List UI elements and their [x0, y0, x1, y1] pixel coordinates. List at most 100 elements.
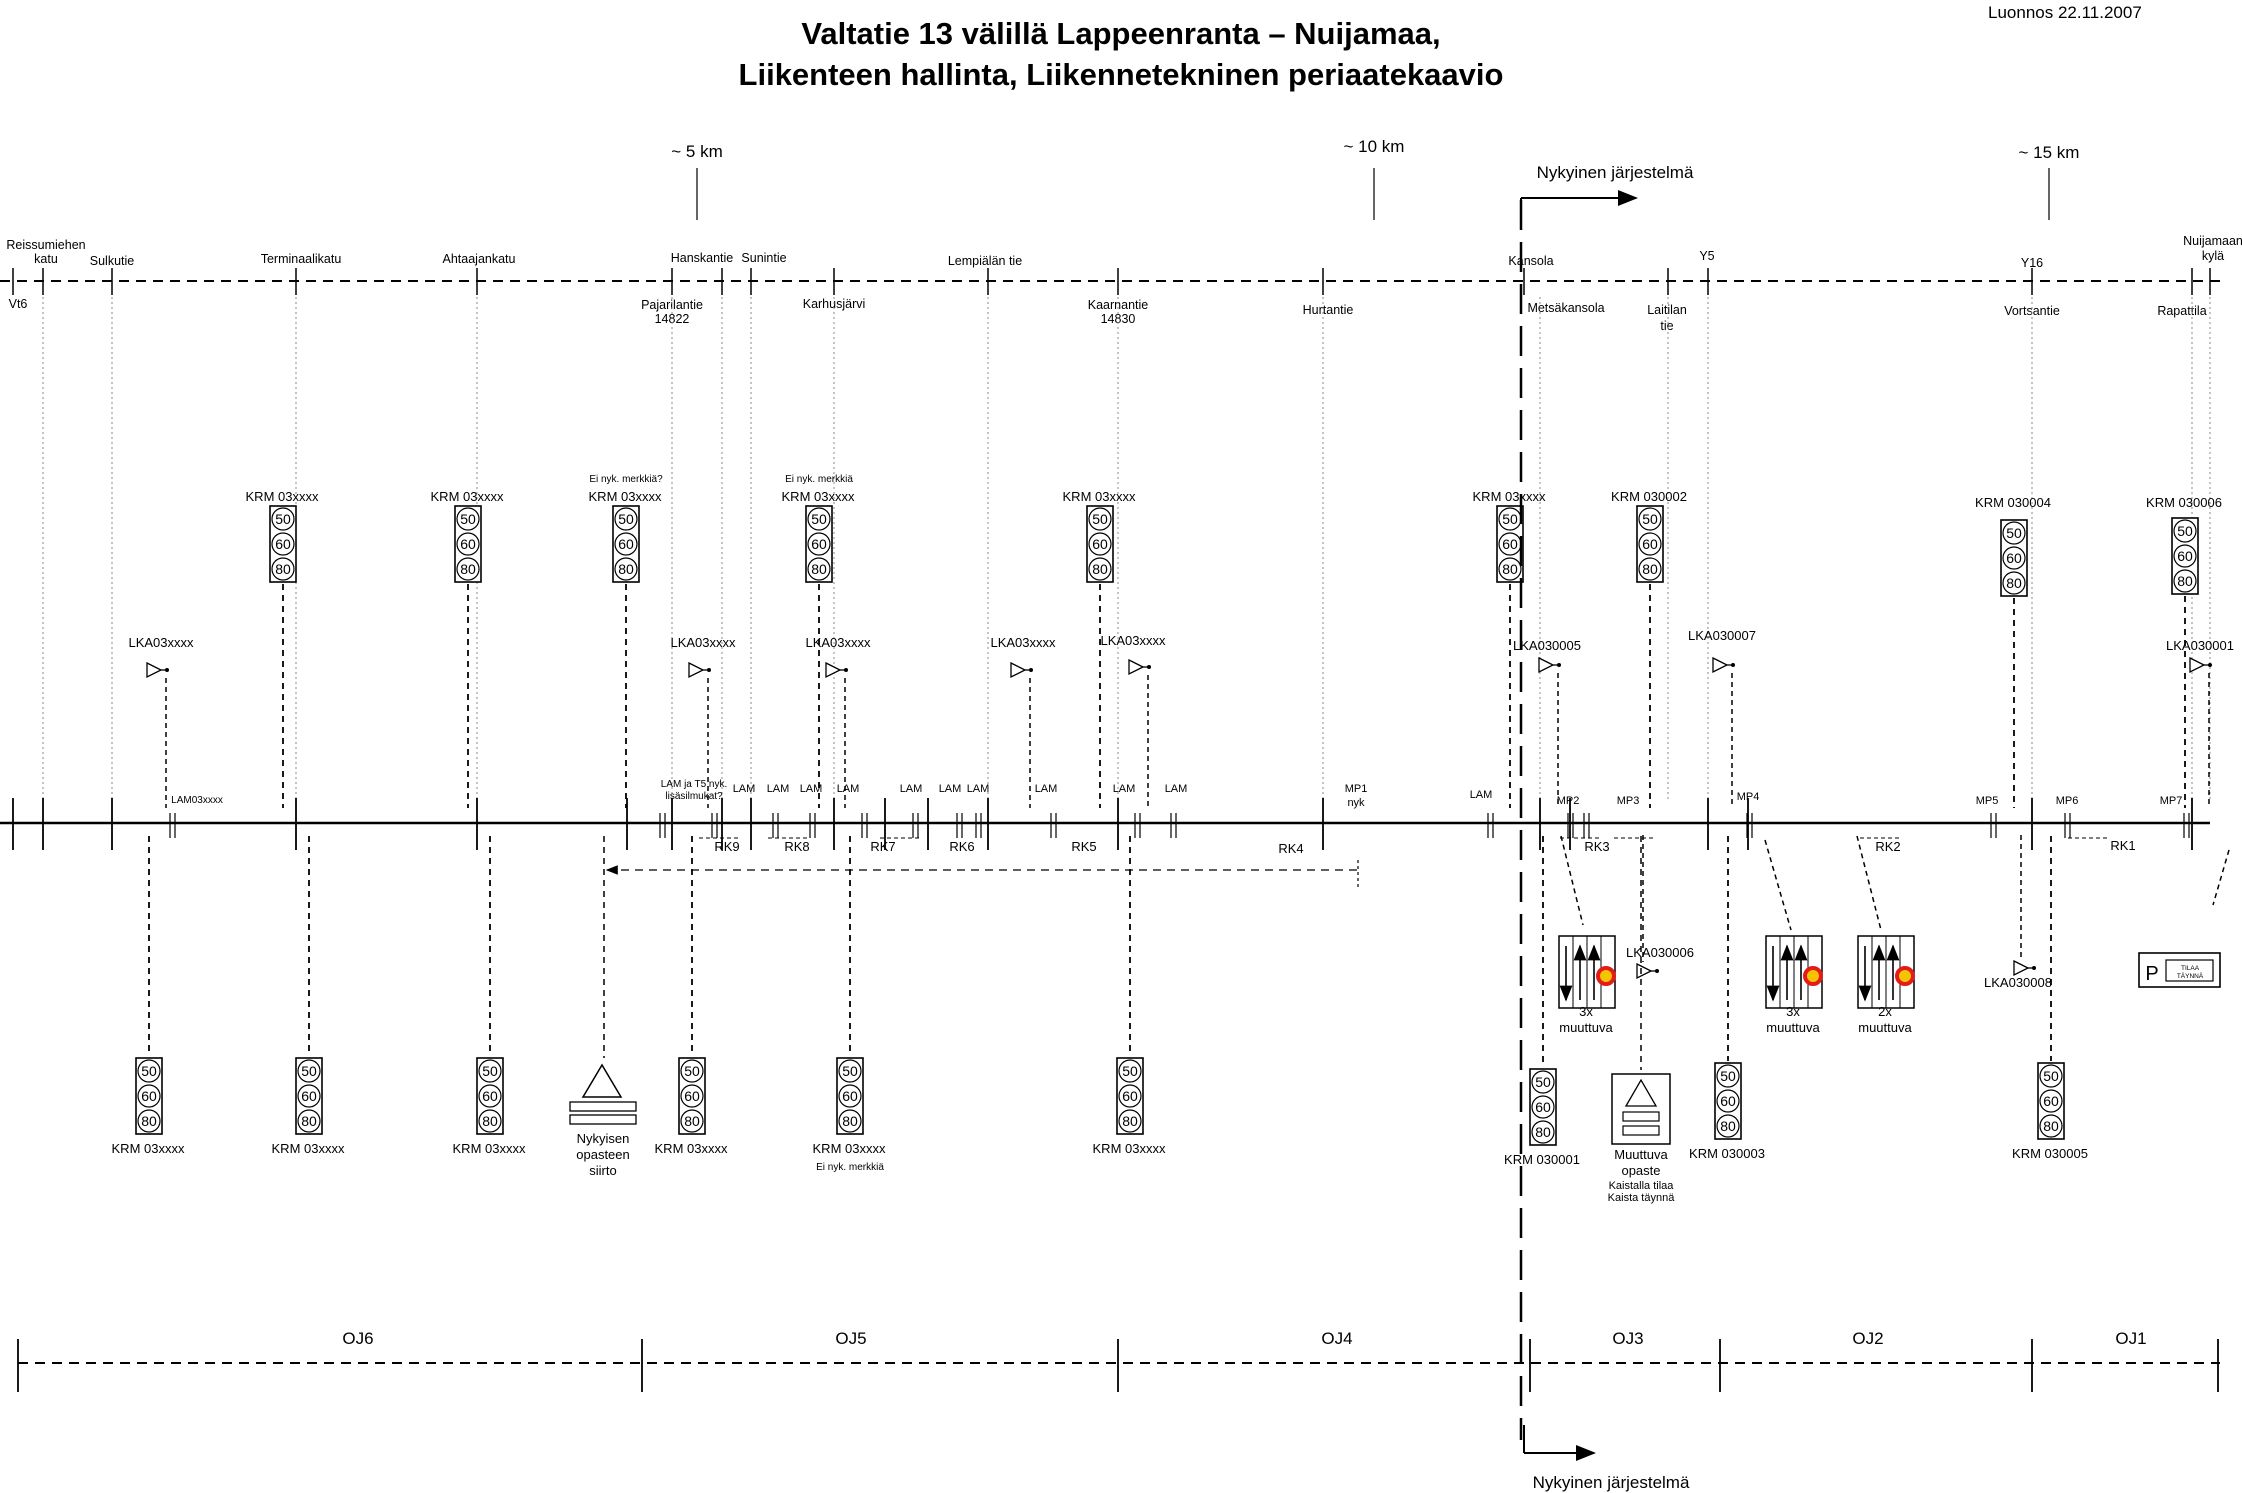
camera-id-label: LKA03xxxx [1100, 633, 1166, 648]
road-name: Reissumiehen [6, 238, 85, 252]
speed-limit-circle [680, 1059, 704, 1083]
detector-label: LAM [1113, 783, 1136, 795]
speed-limit-value: 60 [2043, 1093, 2059, 1109]
speed-limit-circle [807, 507, 831, 531]
camera-body [1636, 962, 1653, 980]
lane-control-sign [1558, 935, 1616, 1009]
sign-id-label: KRM 030006 [2146, 495, 2222, 510]
camera-body [688, 661, 705, 679]
road-name: Metsäkansola [1527, 301, 1604, 315]
speed-limit-value: 80 [2006, 575, 2022, 591]
camera-body [825, 661, 842, 679]
speed-limit-circle [456, 507, 480, 531]
road-name: katu [34, 252, 58, 266]
speed-limit-value: 80 [275, 561, 291, 577]
guide-panel [1622, 1125, 1660, 1136]
speed-limit-circle [2039, 1064, 2063, 1088]
speed-limit-value: 80 [301, 1113, 317, 1129]
camera-body [1128, 658, 1145, 676]
speed-limit-circle [2039, 1089, 2063, 1113]
camera-mount [1029, 668, 1033, 672]
speed-limit-value: 60 [684, 1088, 700, 1104]
speed-limit-circle [297, 1084, 321, 1108]
traffic-camera-icon [1712, 656, 1735, 674]
speed-limit-circle [1498, 557, 1522, 581]
lane-sign-connector [1856, 835, 1882, 931]
road-name: Vt6 [9, 297, 28, 311]
detector-label: LAM [1035, 783, 1058, 795]
zone-label: OJ6 [342, 1329, 373, 1348]
camera-mount [2208, 663, 2212, 667]
lane-sign-label: 2x [1878, 1004, 1892, 1019]
road-name: kylä [2202, 249, 2224, 263]
speed-limit-value: 60 [842, 1088, 858, 1104]
detector-label: LAM [837, 783, 860, 795]
camera-body [2013, 959, 2030, 977]
speed-limit-circle [137, 1059, 161, 1083]
speed-limit-circle [456, 557, 480, 581]
speed-limit-value: 50 [482, 1063, 498, 1079]
speed-limit-circle [1638, 557, 1662, 581]
speed-limit-value: 60 [141, 1088, 157, 1104]
speed-limit-value: 50 [275, 511, 291, 527]
speed-limit-value: 80 [1720, 1118, 1736, 1134]
speed-limit-value: 80 [1642, 561, 1658, 577]
speed-limit-circle [271, 557, 295, 581]
current-system-label-top: Nykyinen järjestelmä [1537, 163, 1694, 182]
road-name: Terminaalikatu [261, 252, 342, 266]
speed-limit-value: 60 [482, 1088, 498, 1104]
speed-limit-value: 80 [482, 1113, 498, 1129]
camera-id-label: LKA03xxxx [670, 635, 736, 650]
speed-limit-circle [478, 1059, 502, 1083]
speed-limit-circle [137, 1109, 161, 1133]
road-name: Lempiälän tie [948, 254, 1022, 268]
speed-limit-value: 80 [684, 1113, 700, 1129]
speed-limit-value: 60 [2177, 548, 2193, 564]
warning-triangle-icon [581, 1063, 623, 1098]
speed-limit-value: 80 [811, 561, 827, 577]
speed-limit-value: 60 [1502, 536, 1518, 552]
traffic-camera-icon [2013, 959, 2036, 977]
lane-closed-signal [1895, 966, 1915, 986]
lane-sign-label: 3x [1786, 1004, 1800, 1019]
road-section-label: RK7 [870, 839, 895, 854]
sign-id-label: KRM 030002 [1611, 489, 1687, 504]
road-name: Nuijamaan [2183, 234, 2242, 248]
speed-limit-circle [2039, 1114, 2063, 1138]
camera-body [1010, 661, 1027, 679]
speed-limit-value: 50 [2006, 525, 2022, 541]
road-section-label: RK2 [1875, 839, 1900, 854]
road-name: Laitilan [1647, 303, 1687, 317]
speed-limit-circle [1088, 532, 1112, 556]
detector-label: LAM [733, 783, 756, 795]
speed-limit-circle [1531, 1070, 1555, 1094]
detector-label: LAM [800, 783, 823, 795]
guide-sign-label: opaste [1621, 1163, 1660, 1178]
lane-sign-label: muuttuva [1559, 1020, 1613, 1035]
zone-label: OJ1 [2115, 1329, 2146, 1348]
draft-date-label: Luonnos 22.11.2007 [1988, 3, 2142, 22]
camera-id-label: LKA030005 [1513, 638, 1581, 653]
speed-limit-circle [1118, 1059, 1142, 1083]
speed-limit-value: 80 [1502, 561, 1518, 577]
sign-id-label: KRM 03xxxx [246, 489, 319, 504]
speed-limit-circle [1638, 532, 1662, 556]
detector-label: LAM [1470, 789, 1493, 801]
warning-triangle-icon [1624, 1078, 1658, 1107]
detector-label: MP5 [1976, 795, 1999, 807]
traffic-camera-icon [1636, 962, 1659, 980]
detector-label: MP6 [2056, 795, 2079, 807]
sign-id-label: KRM 03xxxx [453, 1141, 526, 1156]
speed-limit-value: 60 [618, 536, 634, 552]
speed-limit-circle [838, 1084, 862, 1108]
detector-label: LAM03xxxx [171, 795, 223, 806]
speed-limit-value: 80 [1122, 1113, 1138, 1129]
road-name: Kansola [1508, 254, 1553, 268]
sign-id-label: KRM 030003 [1689, 1146, 1765, 1161]
sign-id-label: KRM 03xxxx [589, 489, 662, 504]
camera-mount [844, 668, 848, 672]
